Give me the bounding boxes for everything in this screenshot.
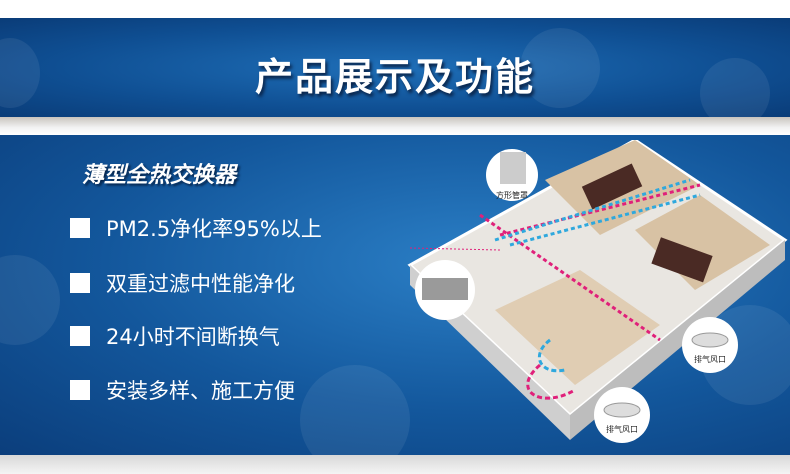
feature-item: 24小时不间断换气 — [70, 321, 280, 351]
exhaust-duct — [499, 183, 701, 237]
feature-item: 双重过滤中性能净化 — [70, 268, 295, 298]
bokeh — [0, 255, 60, 345]
bokeh — [520, 28, 600, 108]
vent-label: 排气风口 — [694, 354, 726, 364]
duct-image — [500, 152, 526, 184]
vent-label: 排气风口 — [606, 424, 638, 434]
vent-image — [691, 332, 729, 348]
bokeh — [300, 365, 410, 455]
page-title: 产品展示及功能 — [254, 55, 535, 99]
feature-item: 安装多样、施工方便 — [70, 375, 295, 405]
fresh-air-duct — [509, 193, 701, 247]
separator — [0, 117, 790, 135]
bullet-icon — [70, 380, 90, 400]
product-name: 薄型全热交换器 — [82, 163, 237, 188]
vent-image — [603, 402, 641, 418]
header-banner: 产品展示及功能 — [0, 18, 790, 117]
bullet-icon — [70, 273, 90, 293]
bottom-band — [0, 455, 790, 474]
bokeh — [700, 58, 770, 117]
bed-2 — [651, 237, 713, 283]
feature-item: PM2.5净化率95%以上 — [70, 213, 322, 243]
bullet-icon — [70, 218, 90, 238]
house-ventilation-diagram: 方形管罩 排气风口 排气风口 — [407, 140, 788, 443]
bed-1 — [581, 163, 643, 210]
bedroom-2 — [635, 195, 770, 290]
bullet-icon — [70, 326, 90, 346]
living-room — [495, 270, 660, 385]
heat-exchanger-image — [422, 278, 468, 300]
feature-text: 安装多样、施工方便 — [106, 379, 295, 403]
pointer-line — [409, 247, 501, 251]
top-margin — [0, 0, 790, 18]
duct-label: 方形管罩 — [496, 190, 528, 200]
fresh-flow — [537, 338, 566, 373]
feature-text: PM2.5净化率95%以上 — [106, 217, 322, 241]
exhaust-flow — [526, 363, 576, 400]
feature-text: 24小时不间断换气 — [106, 325, 280, 349]
feature-text: 双重过滤中性能净化 — [106, 272, 295, 296]
fresh-air-duct — [494, 178, 691, 242]
product-section: 薄型全热交换器 PM2.5净化率95%以上 双重过滤中性能净化 24小时不间断换… — [0, 135, 790, 455]
